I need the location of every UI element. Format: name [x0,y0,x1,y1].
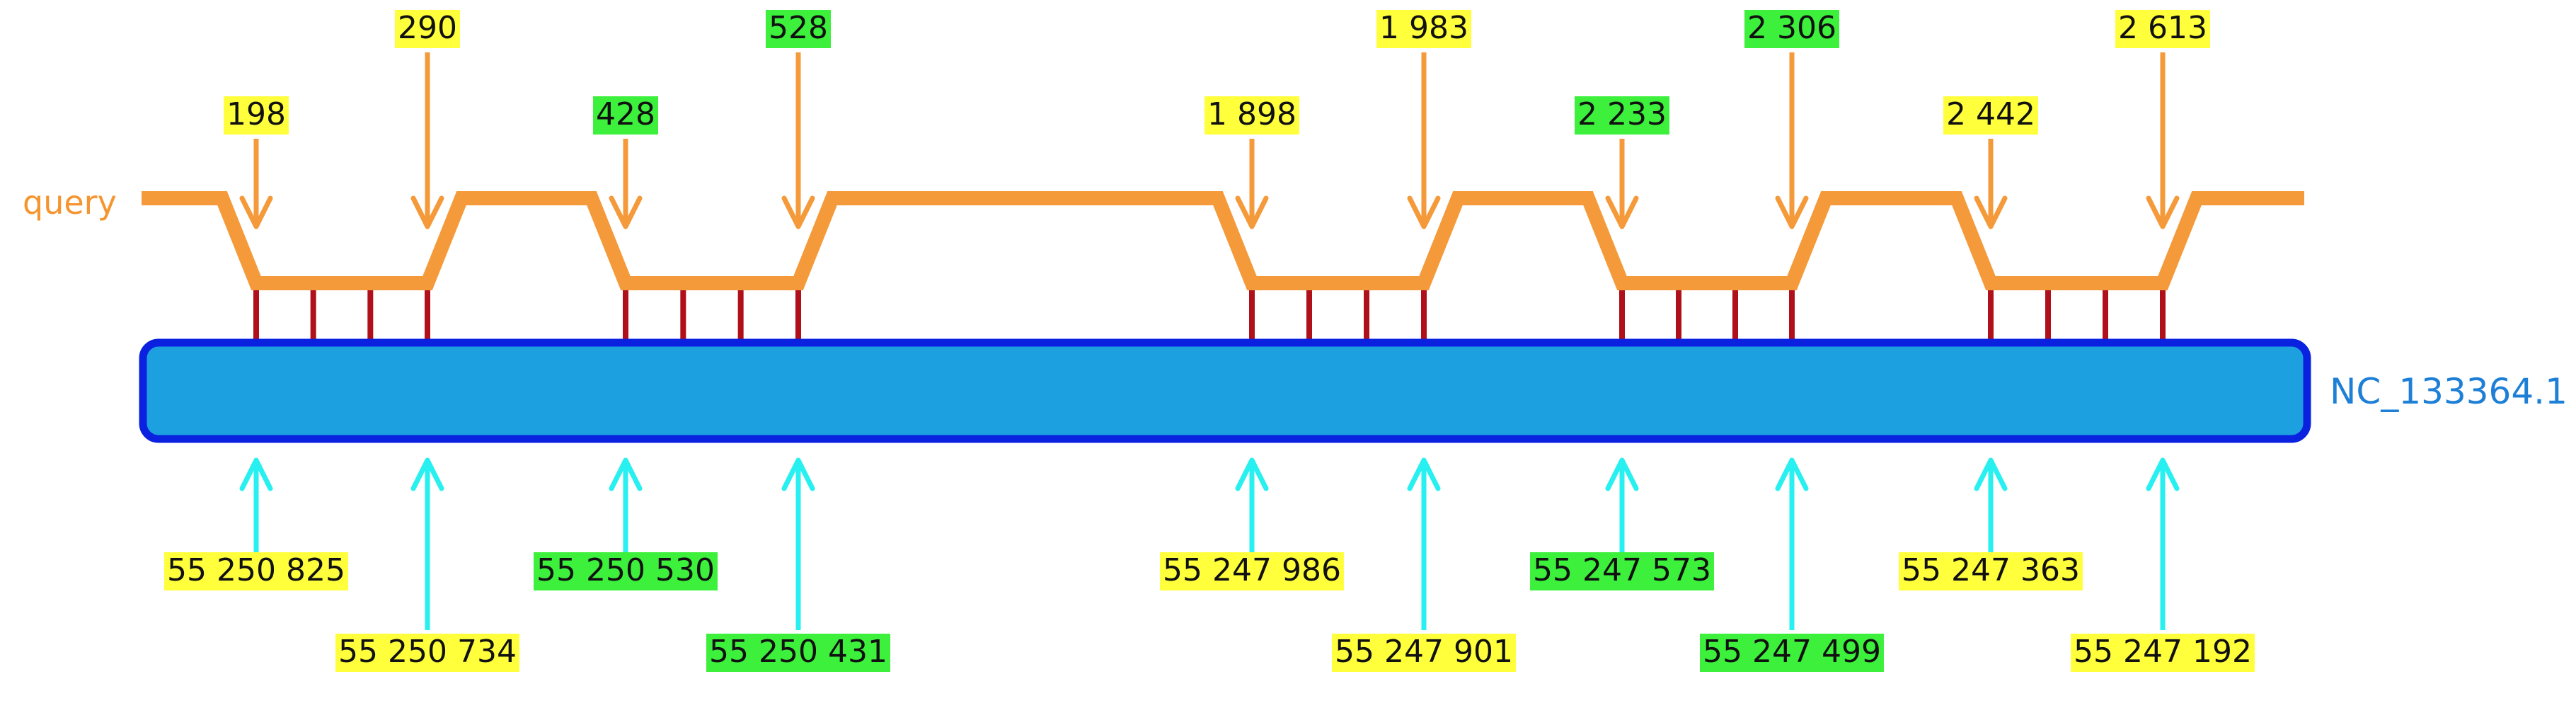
subject-start-label-1: 55 250 825 [167,552,345,588]
query-end-label-5-group: 2 613 [2115,10,2210,48]
query-start-label-1: 198 [226,96,286,132]
query-end-label-4-highlight [1744,10,1839,48]
subject-start-label-5: 55 247 363 [1902,552,2080,588]
query-line [142,191,2304,290]
query-end-label-1: 290 [398,10,457,46]
subject-end-label-1-highlight [335,634,519,672]
query-end-label-1-group: 290 [395,10,460,48]
subject-end-label-5-highlight [2071,634,2255,672]
query-end-arrow-1 [410,52,444,229]
subject-end-label-3-highlight [1332,634,1516,672]
subject-start-label-3: 55 247 986 [1163,552,1341,588]
subject-start-label-1-group: 55 250 825 [164,552,348,590]
query-end-label-3: 1 983 [1379,10,1468,46]
subject-end-label-5-group: 55 247 192 [2071,634,2255,672]
query-end-arrow-2 [781,52,815,229]
query-start-label-1-group: 198 [224,96,289,135]
subject-position-markers: 55 250 825 55 250 734 55 250 530 55 250 431… [164,457,2255,672]
query-start-arrow-5 [1974,139,2008,229]
subject-start-label-2-group: 55 250 530 [534,552,718,590]
subject-start-arrow-3 [1235,457,1269,552]
query-end-label-4-group: 2 306 [1744,10,1839,48]
query-end-label-3-highlight [1376,10,1471,48]
subject-start-label-5-group: 55 247 363 [1899,552,2083,590]
subject-end-arrow-3 [1407,457,1441,630]
query-end-label-2: 528 [769,10,828,46]
subject-end-label-4-group: 55 247 499 [1700,634,1884,672]
query-end-arrow-4 [1775,52,1809,229]
query-start-label-4-highlight [1575,96,1669,135]
query-start-label-3: 1 898 [1207,96,1296,132]
subject-end-label-2-highlight [706,634,890,672]
subject-start-arrow-1 [239,457,273,552]
subject-end-label-4: 55 247 499 [1703,634,1881,670]
match-ticks [253,289,2166,340]
query-end-label-2-group: 528 [766,10,831,48]
subject-start-arrow-5 [1974,457,2008,552]
subject-start-label-4-group: 55 247 573 [1530,552,1714,590]
subject-start-label-5-highlight [1899,552,2083,590]
subject-end-label-3-group: 55 247 901 [1332,634,1516,672]
query-end-arrow-5 [2146,52,2180,229]
subject-end-arrow-1 [410,457,444,630]
subject-start-label-4: 55 247 573 [1533,552,1711,588]
query-end-label-3-group: 1 983 [1376,10,1471,48]
subject-start-label-1-highlight [164,552,348,590]
query-start-label-2: 428 [596,96,655,132]
subject-end-label-5: 55 247 192 [2074,634,2252,670]
subject-start-label-4-highlight [1530,552,1714,590]
subject-label: NC_133364.1 [2330,371,2568,412]
query-start-label-3-group: 1 898 [1204,96,1299,135]
query-end-arrow-3 [1407,52,1441,229]
subject-start-arrow-4 [1605,457,1639,552]
subject-end-label-2: 55 250 431 [709,634,887,670]
query-start-arrow-3 [1235,139,1269,229]
query-start-label-3-highlight [1204,96,1299,135]
query-position-markers: 198 290 428 528 1 898 1 983 2 233 2 306 2 442 2 6… [224,10,2210,229]
query-start-label-2-group: 428 [593,96,658,135]
subject-start-arrow-2 [609,457,643,552]
subject-end-label-3: 55 247 901 [1335,634,1513,670]
subject-start-label-2-highlight [534,552,718,590]
subject-bar [139,338,2311,443]
query-start-arrow-1 [239,139,273,229]
subject-end-label-1-group: 55 250 734 [335,634,519,672]
query-start-label-5-group: 2 442 [1943,96,2038,135]
query-end-label-4: 2 306 [1747,10,1836,46]
subject-end-label-1: 55 250 734 [338,634,517,670]
query-end-label-1-highlight [395,10,460,48]
query-start-label-5-highlight [1943,96,2038,135]
query-start-label-4: 2 233 [1577,96,1667,132]
query-start-label-2-highlight [593,96,658,135]
query-start-arrow-4 [1605,139,1639,229]
query-start-label-1-highlight [224,96,289,135]
query-start-label-4-group: 2 233 [1575,96,1669,135]
subject-start-label-3-highlight [1160,552,1344,590]
subject-end-label-4-highlight [1700,634,1884,672]
subject-end-arrow-4 [1775,457,1809,630]
subject-start-label-2: 55 250 530 [536,552,715,588]
query-start-arrow-2 [609,139,643,229]
query-end-label-5-highlight [2115,10,2210,48]
query-start-label-5: 2 442 [1946,96,2035,132]
subject-end-arrow-5 [2146,457,2180,630]
query-end-label-2-highlight [766,10,831,48]
subject-end-arrow-2 [781,457,815,630]
subject-end-label-2-group: 55 250 431 [706,634,890,672]
query-label: query [23,183,117,222]
query-end-label-5: 2 613 [2118,10,2207,46]
subject-start-label-3-group: 55 247 986 [1160,552,1344,590]
